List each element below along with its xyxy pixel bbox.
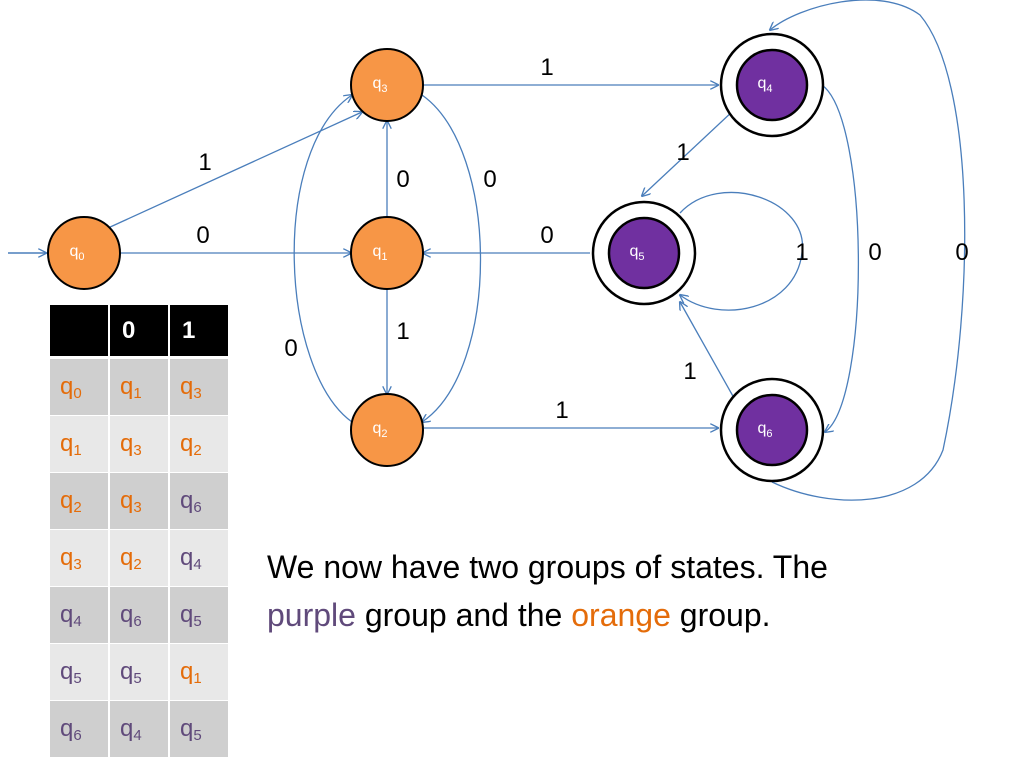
caption-mid: group and the xyxy=(355,597,572,633)
edge-q4-q6 xyxy=(821,84,860,432)
table-header-input-0: 0 xyxy=(110,305,168,359)
edge-label-q0-q1: 0 xyxy=(196,222,209,249)
table-cell-state: q1 xyxy=(50,416,108,473)
table-cell-next-state: q5 xyxy=(170,587,228,644)
state-circle xyxy=(607,216,681,290)
table-cell-next-state: q5 xyxy=(170,701,228,758)
caption-line-1: We now have two groups of states. The xyxy=(267,549,828,585)
state-circle xyxy=(350,393,424,467)
table-cell-state: q3 xyxy=(50,530,108,587)
table-cell-state: q0 xyxy=(50,359,108,416)
table-cell-next-state: q2 xyxy=(170,416,228,473)
table-cell-state: q5 xyxy=(50,644,108,701)
edge-label-q3-q2: 0 xyxy=(483,166,496,193)
table-cell-next-state: q3 xyxy=(110,416,168,473)
table-cell-next-state: q6 xyxy=(170,473,228,530)
state-q0: q0 xyxy=(47,216,121,290)
edge-q5-q5 xyxy=(680,191,803,311)
edge-label-q1-q3: 0 xyxy=(396,166,409,193)
edge-label-q6-q5: 1 xyxy=(683,358,696,385)
edge-q6-q5 xyxy=(680,302,735,399)
state-label-q0: q0 xyxy=(69,243,84,263)
edge-q0-q3 xyxy=(107,112,362,229)
table-cell-next-state: q1 xyxy=(170,644,228,701)
state-label-q5: q5 xyxy=(629,243,644,263)
state-label-q4: q4 xyxy=(757,75,772,95)
caption: We now have two groups of states. The pu… xyxy=(267,543,987,639)
edge-label-q0-q3: 1 xyxy=(198,149,211,176)
table-cell-state: q6 xyxy=(50,701,108,758)
state-circle xyxy=(47,216,121,290)
edge-label-q5-q5: 1 xyxy=(795,239,808,266)
edge-label-q4-q6: 0 xyxy=(868,239,881,266)
table-cell-state: q2 xyxy=(50,473,108,530)
state-circle xyxy=(350,216,424,290)
table-cell-next-state: q4 xyxy=(170,530,228,587)
table-cell-next-state: q1 xyxy=(110,359,168,416)
table-cell-state: q4 xyxy=(50,587,108,644)
table-cell-next-state: q3 xyxy=(170,359,228,416)
table-cell-next-state: q4 xyxy=(110,701,168,758)
state-q2: q2 xyxy=(350,393,424,467)
state-label-q3: q3 xyxy=(372,75,387,95)
table-header-row: 0 1 xyxy=(50,305,228,359)
table-header-state xyxy=(50,305,108,359)
edge-label-q5-q1: 0 xyxy=(540,222,553,249)
state-label-q1: q1 xyxy=(372,243,387,263)
edge-label-q2-q6: 1 xyxy=(555,397,568,424)
edge-label-q1-q2: 1 xyxy=(396,318,409,345)
edge-q6-q4 xyxy=(770,0,966,501)
table-cell-next-state: q2 xyxy=(110,530,168,587)
edge-q4-q5 xyxy=(642,109,735,196)
state-circle xyxy=(350,48,424,122)
edge-label-q6-q4: 0 xyxy=(955,239,968,266)
state-q4: q4 xyxy=(719,32,825,138)
caption-end: group. xyxy=(670,597,771,633)
edge-q3-q2 xyxy=(422,94,482,422)
table-cell-next-state: q3 xyxy=(110,473,168,530)
state-label-q6: q6 xyxy=(757,420,772,440)
edge-q2-q3 xyxy=(293,95,352,423)
edge-label-q4-q5: 1 xyxy=(676,139,689,166)
caption-orange-word: orange xyxy=(571,597,671,633)
edge-label-q2-q3: 0 xyxy=(284,335,297,362)
caption-purple-word: purple xyxy=(267,597,356,633)
state-q3: q3 xyxy=(350,48,424,122)
state-circle xyxy=(735,48,809,122)
state-q6: q6 xyxy=(719,377,825,483)
state-circle xyxy=(735,393,809,467)
state-q1: q1 xyxy=(350,216,424,290)
table-header-input-1: 1 xyxy=(170,305,228,359)
table-cell-next-state: q6 xyxy=(110,587,168,644)
state-label-q2: q2 xyxy=(372,420,387,440)
table-cell-next-state: q5 xyxy=(110,644,168,701)
edge-label-q3-q4: 1 xyxy=(540,54,553,81)
state-q5: q5 xyxy=(591,200,697,306)
